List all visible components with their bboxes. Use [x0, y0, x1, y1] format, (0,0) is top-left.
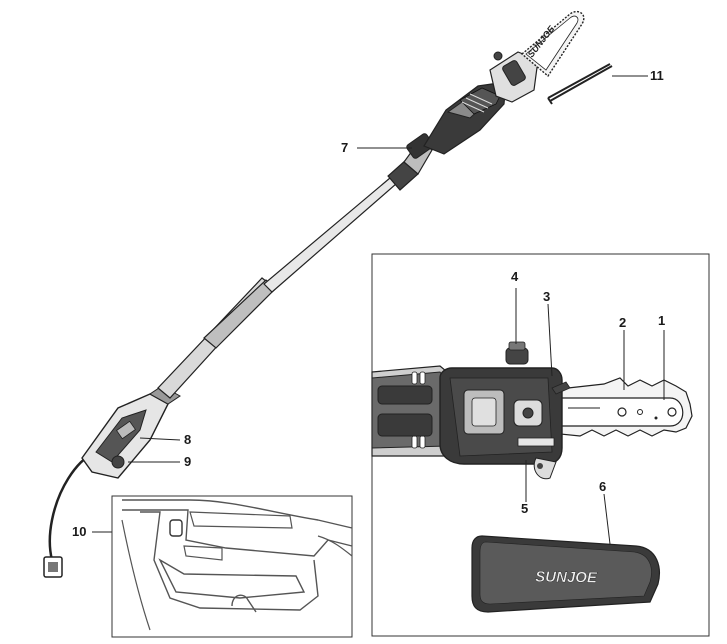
oil-level-indicator [517, 437, 555, 447]
handle-inset-frame [111, 495, 353, 638]
callout-2: 2 [619, 315, 627, 330]
callout-6: 6 [599, 479, 607, 494]
inset-leader-lines [515, 288, 665, 545]
rear-handle [81, 385, 181, 479]
callout-1: 1 [658, 313, 666, 328]
pole-grip [203, 279, 277, 349]
callout-5: 5 [521, 501, 529, 516]
callout-9: 9 [184, 454, 192, 469]
callout-11: 11 [650, 68, 664, 83]
cover-brand-text: SUNJOE [535, 568, 598, 586]
hex-key [547, 63, 613, 105]
motor-housing [423, 81, 507, 155]
handle-detail-inset [111, 495, 353, 638]
cord-hook-slot [169, 519, 183, 537]
callout-7: 7 [341, 140, 349, 155]
power-cord [48, 450, 96, 561]
callout-3: 3 [543, 289, 551, 304]
pole-saw-main: SUNJOE [43, 10, 613, 578]
saw-head-detail-inset: SUNJOE [371, 253, 710, 637]
callout-10: 10 [72, 524, 87, 539]
cord-retainer [111, 455, 125, 469]
callout-8: 8 [184, 432, 192, 447]
saw-head-small [489, 51, 539, 103]
callout-4: 4 [511, 269, 519, 284]
